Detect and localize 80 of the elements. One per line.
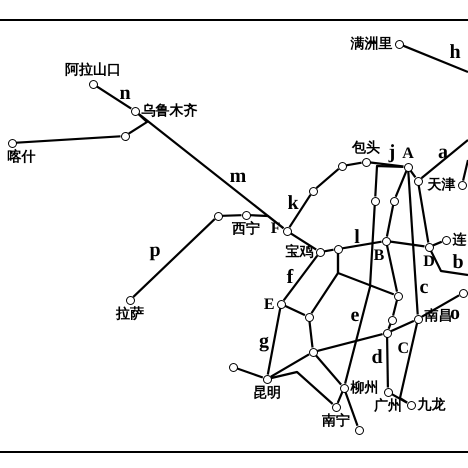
station-name: 宝鸡 — [286, 244, 314, 260]
railway-line — [430, 250, 468, 276]
railway-line — [386, 205, 394, 237]
station-name: 阿拉山口 — [65, 62, 121, 78]
railway-line — [317, 333, 383, 352]
railway-line — [282, 254, 318, 302]
railway-line — [324, 248, 334, 252]
railway-line — [288, 194, 312, 228]
railway-line — [310, 254, 340, 314]
railway-line — [250, 214, 284, 230]
line-letter: n — [119, 84, 131, 102]
railway-line — [392, 300, 398, 316]
railway-line — [462, 160, 468, 181]
line-letter: a — [438, 143, 448, 161]
railway-line — [290, 232, 317, 251]
railway-line — [316, 168, 340, 189]
railway-line — [266, 308, 282, 375]
station-name: 广州 — [374, 398, 402, 414]
railway-line — [346, 162, 362, 166]
line-letter: e — [350, 306, 360, 324]
railway-line — [386, 337, 389, 388]
station-name: 包头 — [352, 140, 380, 156]
station-name: 柳州 — [350, 380, 378, 396]
junction-letter: C — [398, 340, 410, 356]
railway-line — [222, 214, 242, 217]
junction-letter: E — [264, 296, 274, 312]
line-letter: o — [450, 304, 460, 322]
railway-line — [370, 161, 404, 168]
line-letter: m — [230, 167, 246, 185]
railway-line — [390, 320, 414, 332]
line-letter: b — [452, 253, 464, 271]
station-name: 喀什 — [8, 150, 36, 164]
station-name: 九龙 — [418, 398, 446, 412]
railway-line — [398, 323, 418, 404]
railway-line — [96, 85, 132, 110]
railway-line — [336, 392, 344, 404]
railway-line — [420, 139, 468, 179]
railway-line — [271, 370, 334, 405]
railway-line — [284, 304, 306, 316]
line-letter: g — [259, 332, 269, 350]
railway-line — [386, 245, 398, 292]
line-letter: d — [371, 348, 383, 366]
railway-line — [390, 240, 425, 248]
railway-line — [421, 294, 460, 318]
railway-line — [315, 354, 342, 386]
railway-line — [407, 171, 419, 315]
railway-line — [432, 240, 442, 246]
railway-line — [391, 393, 408, 404]
junction-letter: D — [423, 254, 435, 268]
station-name: 满洲里 — [350, 36, 392, 52]
line-letter: k — [287, 194, 299, 212]
railway-line — [402, 44, 468, 74]
railway-line — [418, 185, 430, 243]
railway-line — [344, 392, 359, 426]
railway-line — [236, 367, 264, 379]
line-letter: c — [420, 278, 428, 296]
railway-line — [270, 353, 310, 378]
railway-line — [388, 324, 392, 330]
railway-line — [394, 170, 408, 198]
junction-letter: A — [402, 146, 414, 160]
railway-line — [128, 113, 148, 135]
station-name: 南宁 — [322, 414, 350, 428]
station-name: 西宁 — [232, 222, 260, 236]
station-name: 乌鲁木齐 — [142, 104, 198, 118]
station-name: 昆明 — [253, 386, 281, 400]
line-letter: l — [354, 228, 360, 246]
line-letter: j — [388, 143, 396, 161]
railway-line — [308, 321, 314, 348]
station-name: 天津 — [428, 178, 456, 192]
station-name: 连 — [452, 232, 466, 248]
station-name: 拉萨 — [116, 306, 144, 322]
line-letter: p — [149, 241, 161, 259]
railway-line — [132, 218, 216, 298]
railway-line — [16, 135, 121, 144]
railway-line — [344, 205, 376, 384]
line-letter: h — [449, 43, 461, 61]
railway-line — [374, 164, 404, 197]
railway-line — [342, 240, 382, 250]
line-letter: f — [286, 268, 294, 286]
junction-letter: B — [374, 248, 384, 262]
